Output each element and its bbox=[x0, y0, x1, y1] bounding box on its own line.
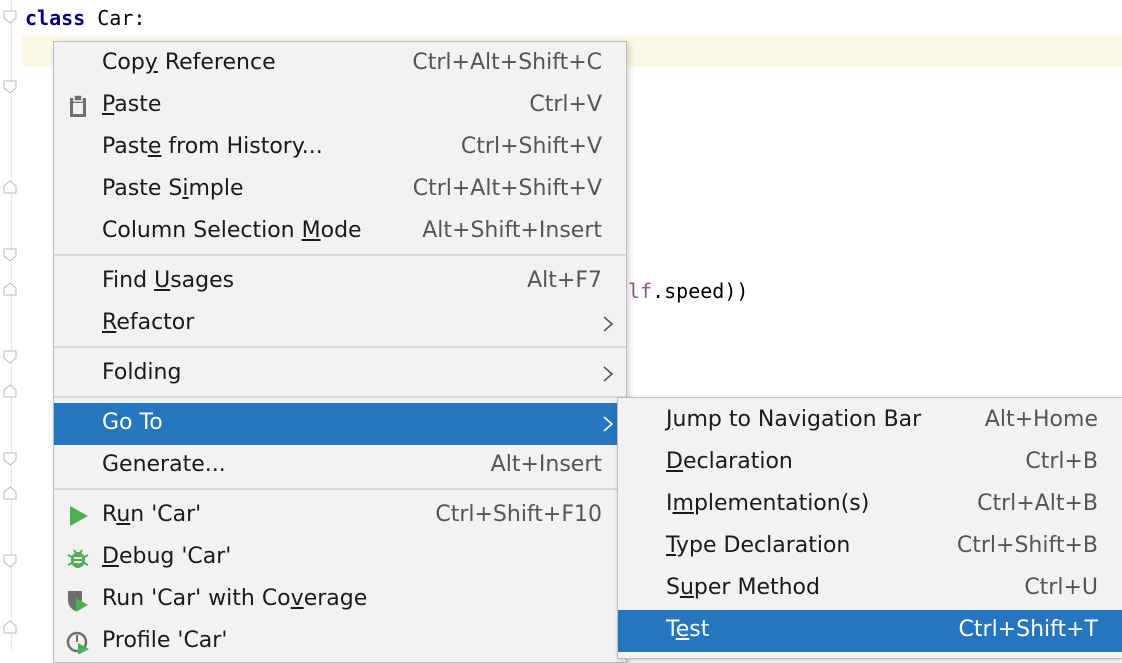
coverage-icon bbox=[68, 591, 88, 612]
fold-marker-icon[interactable] bbox=[3, 10, 17, 24]
fold-marker-icon[interactable] bbox=[3, 554, 17, 568]
fold-marker-icon[interactable] bbox=[3, 384, 17, 398]
shortcut: Ctrl+Shift+V bbox=[460, 134, 602, 159]
fold-marker-icon[interactable] bbox=[3, 80, 17, 94]
shortcut: Ctrl+Alt+Shift+C bbox=[412, 50, 602, 75]
menu-item-profile[interactable]: Profile 'Car' bbox=[54, 621, 626, 663]
shortcut: Ctrl+B bbox=[1025, 449, 1098, 474]
menu-separator bbox=[54, 346, 626, 348]
shortcut: Ctrl+Shift+B bbox=[956, 533, 1098, 558]
menu-item-copy-reference[interactable]: Copy Reference Ctrl+Alt+Shift+C bbox=[102, 50, 602, 75]
menu-item-paste-simple[interactable]: Paste Simple Ctrl+Alt+Shift+V bbox=[102, 176, 602, 201]
fold-marker-icon[interactable] bbox=[3, 452, 17, 466]
code-line-rest: .speed)) bbox=[652, 279, 749, 303]
chevron-right-icon bbox=[603, 316, 614, 332]
shortcut: Ctrl+Shift+F10 bbox=[435, 502, 602, 527]
keyword-class: class bbox=[25, 6, 86, 30]
fold-marker-icon[interactable] bbox=[3, 248, 17, 262]
fold-marker-icon[interactable] bbox=[3, 486, 17, 500]
fold-marker-icon[interactable] bbox=[3, 180, 17, 194]
debug-icon bbox=[67, 549, 89, 568]
editor-gutter bbox=[0, 0, 22, 651]
menu-item-find-usages[interactable]: Find Usages Alt+F7 bbox=[102, 268, 602, 293]
menu-item-declaration[interactable]: Declaration Ctrl+B bbox=[666, 449, 1098, 474]
code-line-partial: lf.speed)) bbox=[628, 279, 748, 303]
shortcut: Ctrl+Alt+B bbox=[977, 491, 1098, 516]
menu-item-run-with-coverage[interactable]: Run 'Car' with Coverage bbox=[54, 579, 626, 621]
shortcut: Ctrl+V bbox=[529, 92, 602, 117]
chevron-right-icon bbox=[603, 416, 614, 432]
menu-separator bbox=[54, 488, 626, 490]
fold-marker-icon[interactable] bbox=[3, 620, 17, 634]
fold-marker-icon[interactable] bbox=[3, 350, 17, 364]
clipboard-icon bbox=[70, 94, 86, 117]
self-keyword-partial: lf bbox=[628, 279, 653, 303]
goto-submenu: Jump to Navigation Bar Alt+Home Declarat… bbox=[617, 397, 1122, 659]
menu-item-super-method[interactable]: Super Method Ctrl+U bbox=[666, 575, 1098, 600]
shortcut: Ctrl+Shift+T bbox=[958, 617, 1098, 642]
menu-item-refactor[interactable]: Refactor bbox=[54, 303, 626, 345]
shortcut: Alt+Insert bbox=[490, 452, 602, 477]
menu-item-go-to[interactable]: Go To bbox=[54, 403, 626, 445]
menu-item-implementations[interactable]: Implementation(s) Ctrl+Alt+B bbox=[666, 491, 1098, 516]
menu-item-paste[interactable]: Paste Ctrl+V bbox=[54, 85, 626, 127]
code-line-class: class Car: bbox=[25, 6, 145, 30]
menu-item-jump-to-navigation-bar[interactable]: Jump to Navigation Bar Alt+Home bbox=[666, 407, 1098, 432]
editor-context-menu: Copy Reference Ctrl+Alt+Shift+C Paste Ct… bbox=[53, 41, 627, 663]
menu-item-type-declaration[interactable]: Type Declaration Ctrl+Shift+B bbox=[666, 533, 1098, 558]
menu-item-column-selection-mode[interactable]: Column Selection Mode Alt+Shift+Insert bbox=[102, 218, 602, 243]
shortcut: Alt+F7 bbox=[527, 268, 602, 293]
fold-marker-icon[interactable] bbox=[3, 282, 17, 296]
menu-item-paste-from-history[interactable]: Paste from History... Ctrl+Shift+V bbox=[102, 134, 602, 159]
shortcut: Alt+Shift+Insert bbox=[422, 218, 602, 243]
class-name: Car: bbox=[85, 6, 146, 30]
shortcut: Ctrl+Alt+Shift+V bbox=[412, 176, 602, 201]
menu-item-folding[interactable]: Folding bbox=[54, 353, 626, 395]
menu-item-run[interactable]: Run 'Car' Ctrl+Shift+F10 bbox=[54, 495, 626, 537]
menu-item-generate[interactable]: Generate... Alt+Insert bbox=[102, 452, 602, 477]
shortcut: Alt+Home bbox=[984, 407, 1098, 432]
menu-item-test[interactable]: Test Ctrl+Shift+T bbox=[618, 610, 1122, 652]
menu-separator bbox=[54, 254, 626, 256]
chevron-right-icon bbox=[603, 366, 614, 382]
menu-item-debug[interactable]: Debug 'Car' bbox=[54, 537, 626, 579]
menu-separator bbox=[54, 396, 626, 398]
run-icon bbox=[70, 506, 88, 526]
profile-icon bbox=[66, 631, 89, 654]
shortcut: Ctrl+U bbox=[1024, 575, 1098, 600]
